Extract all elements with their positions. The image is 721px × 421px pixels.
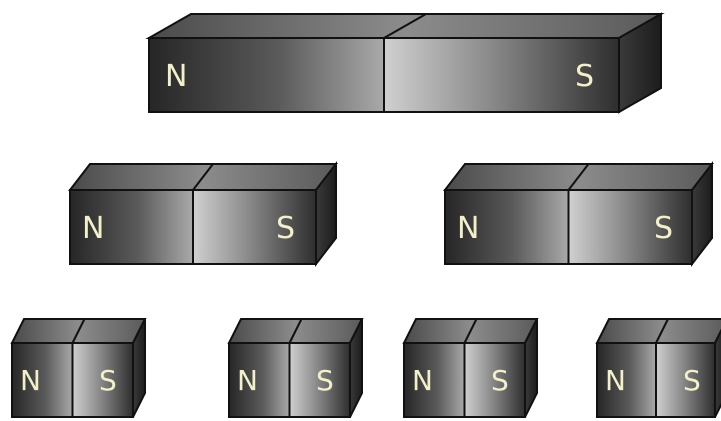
north-pole-half <box>11 342 74 418</box>
north-pole-label: N <box>237 364 258 397</box>
magnet-top-face <box>595 318 721 344</box>
south-pole-label: S <box>491 364 509 397</box>
north-pole-label: N <box>82 211 104 246</box>
south-pole-label: S <box>654 211 673 246</box>
south-pole-half <box>567 189 693 265</box>
north-pole-half <box>148 37 385 113</box>
north-pole-half <box>69 189 194 265</box>
south-pole-half <box>463 342 526 418</box>
north-pole-label: N <box>20 364 41 397</box>
north-pole-label: N <box>165 59 187 94</box>
south-pole-label: S <box>276 211 295 246</box>
north-pole-label: N <box>457 211 479 246</box>
pole-divider-line <box>288 318 303 344</box>
south-pole-half <box>288 342 351 418</box>
north-pole-half <box>444 189 570 265</box>
north-pole-label: N <box>605 364 626 397</box>
south-pole-half <box>655 342 716 418</box>
south-pole-label: S <box>683 364 701 397</box>
pole-divider-line <box>192 163 214 191</box>
south-pole-label: S <box>99 364 117 397</box>
pole-divider-line <box>463 318 478 344</box>
pole-divider-line <box>71 318 86 344</box>
south-pole-half <box>71 342 134 418</box>
pole-divider-line <box>655 318 669 344</box>
pole-divider-line <box>567 163 590 191</box>
south-pole-label: S <box>316 364 334 397</box>
south-pole-label: S <box>575 59 594 94</box>
north-pole-half <box>403 342 466 418</box>
south-pole-half <box>383 37 620 113</box>
north-pole-half <box>596 342 657 418</box>
north-pole-label: N <box>412 364 433 397</box>
pole-divider-line <box>383 13 427 39</box>
south-pole-half <box>192 189 317 265</box>
